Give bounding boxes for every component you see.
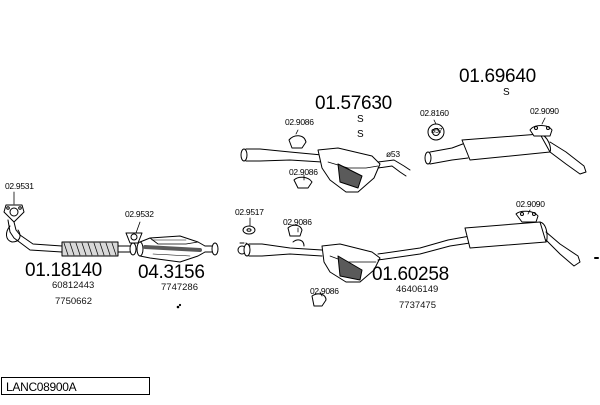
ref-number: 60812443 [52, 280, 95, 291]
pipe-diameter-label: ø53 [386, 149, 400, 159]
part-number-catalytic-converter: 04.3156 [138, 262, 205, 283]
ref-number: 7747286 [161, 282, 198, 293]
clamp-diameter-label: ø57 [431, 128, 443, 135]
small-part-number: 02.8160 [420, 108, 449, 118]
small-part-number: 02.9517 [235, 207, 264, 217]
lower-rear-section [243, 210, 599, 307]
diagram-code-box: LANC08900A [1, 377, 150, 395]
ref-number: 7737475 [399, 300, 436, 311]
small-part-number: 02.9532 [125, 209, 154, 219]
small-part-number: 02.9086 [310, 286, 339, 296]
part-number-lower-rear-section: 01.60258 [372, 264, 449, 285]
part-number-front-pipe: 01.18140 [25, 260, 102, 281]
small-part-number: 02.9531 [5, 181, 34, 191]
small-part-number: 02.9086 [289, 167, 318, 177]
small-part-number: 02.9086 [285, 117, 314, 127]
flange-gasket [3, 204, 25, 243]
catalytic-converter [136, 235, 219, 263]
ref-number: 7750662 [55, 296, 92, 307]
front-pipe [7, 217, 137, 257]
small-part-number: 02.9086 [283, 217, 312, 227]
mark-s: S [357, 114, 364, 125]
small-part-number: 02.9090 [516, 199, 545, 209]
upper-rear-section [240, 123, 587, 193]
mark-s: S [503, 87, 510, 98]
small-part-number: 02.9090 [530, 106, 559, 116]
part-number-upper-middle-silencer: 01.57630 [315, 93, 392, 114]
mark-s: S [357, 129, 364, 140]
ring-gasket [125, 232, 143, 244]
ref-number: 46406149 [396, 284, 439, 295]
part-number-upper-rear-silencer: 01.69640 [459, 66, 536, 87]
leader-lines [13, 117, 546, 297]
